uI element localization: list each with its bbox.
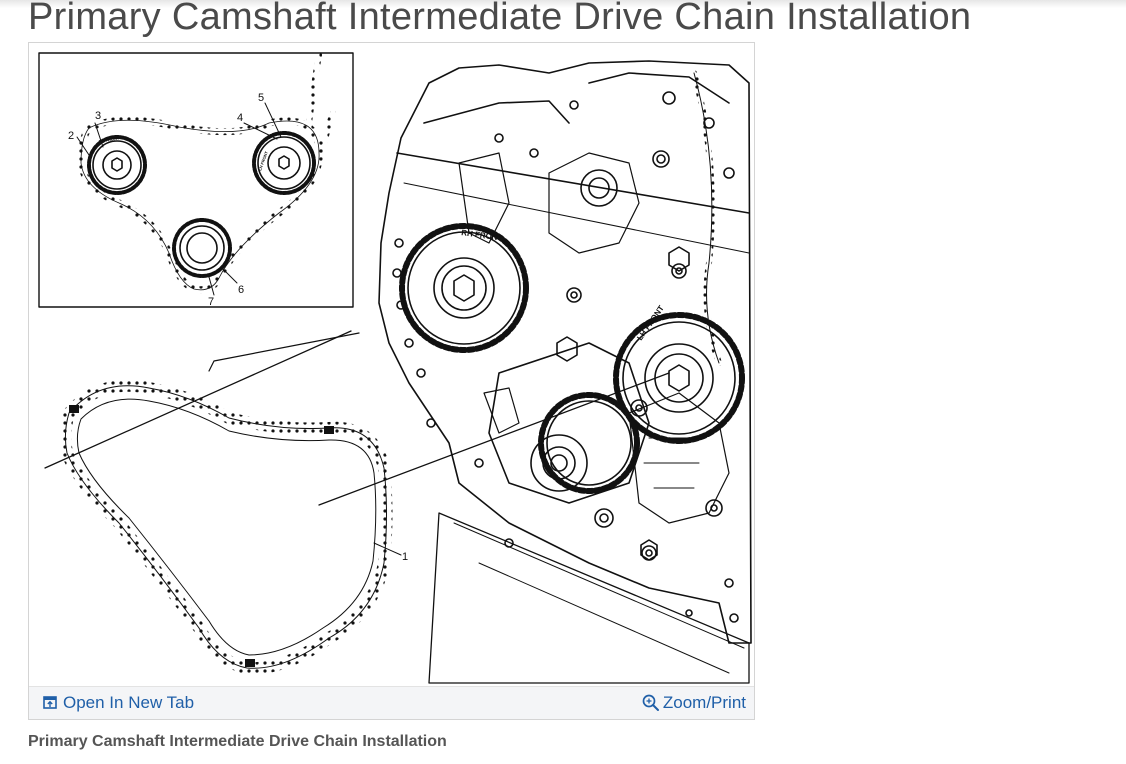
callout-7: 7 bbox=[208, 296, 214, 308]
chain-installation-diagram: RH FRONT LH FRONT 1 bbox=[38, 52, 752, 684]
figure-card: RH FRONT LH FRONT 1 bbox=[28, 42, 755, 720]
inset-detail bbox=[38, 52, 354, 308]
figure-toolbar: Open In New Tab Zoom/Print bbox=[29, 686, 754, 719]
inset-lh-front-stamp: LH FRONT bbox=[257, 150, 269, 171]
crankshaft-sprocket bbox=[538, 392, 640, 494]
inset-rh-front-stamp: RH FRONT bbox=[98, 135, 120, 144]
engine-block bbox=[378, 60, 752, 684]
zoom-print-button[interactable]: Zoom/Print bbox=[642, 693, 746, 713]
leader-line-2 bbox=[208, 332, 360, 372]
top-shadow bbox=[0, 0, 1126, 8]
callout-2: 2 bbox=[68, 130, 74, 142]
open-new-tab-icon bbox=[43, 696, 57, 709]
figure-caption: Primary Camshaft Intermediate Drive Chai… bbox=[28, 733, 447, 750]
callout-6: 6 bbox=[238, 284, 244, 296]
callout-1: 1 bbox=[402, 551, 408, 563]
leader-line-3 bbox=[318, 372, 670, 506]
open-in-new-tab-label: Open In New Tab bbox=[63, 693, 195, 712]
callout-5: 5 bbox=[258, 92, 264, 104]
callout-4: 4 bbox=[237, 112, 243, 124]
primary-drive-chain bbox=[59, 379, 402, 675]
rh-intermediate-sprocket bbox=[399, 223, 529, 353]
zoom-in-icon bbox=[642, 694, 659, 711]
callout-3: 3 bbox=[95, 110, 101, 122]
zoom-print-label: Zoom/Print bbox=[662, 693, 746, 712]
rh-front-stamp: RH FRONT bbox=[461, 228, 503, 243]
open-in-new-tab-button[interactable]: Open In New Tab bbox=[43, 693, 194, 713]
page-title: Primary Camshaft Intermediate Drive Chai… bbox=[28, 0, 972, 38]
lh-front-stamp: LH FRONT bbox=[635, 304, 666, 342]
